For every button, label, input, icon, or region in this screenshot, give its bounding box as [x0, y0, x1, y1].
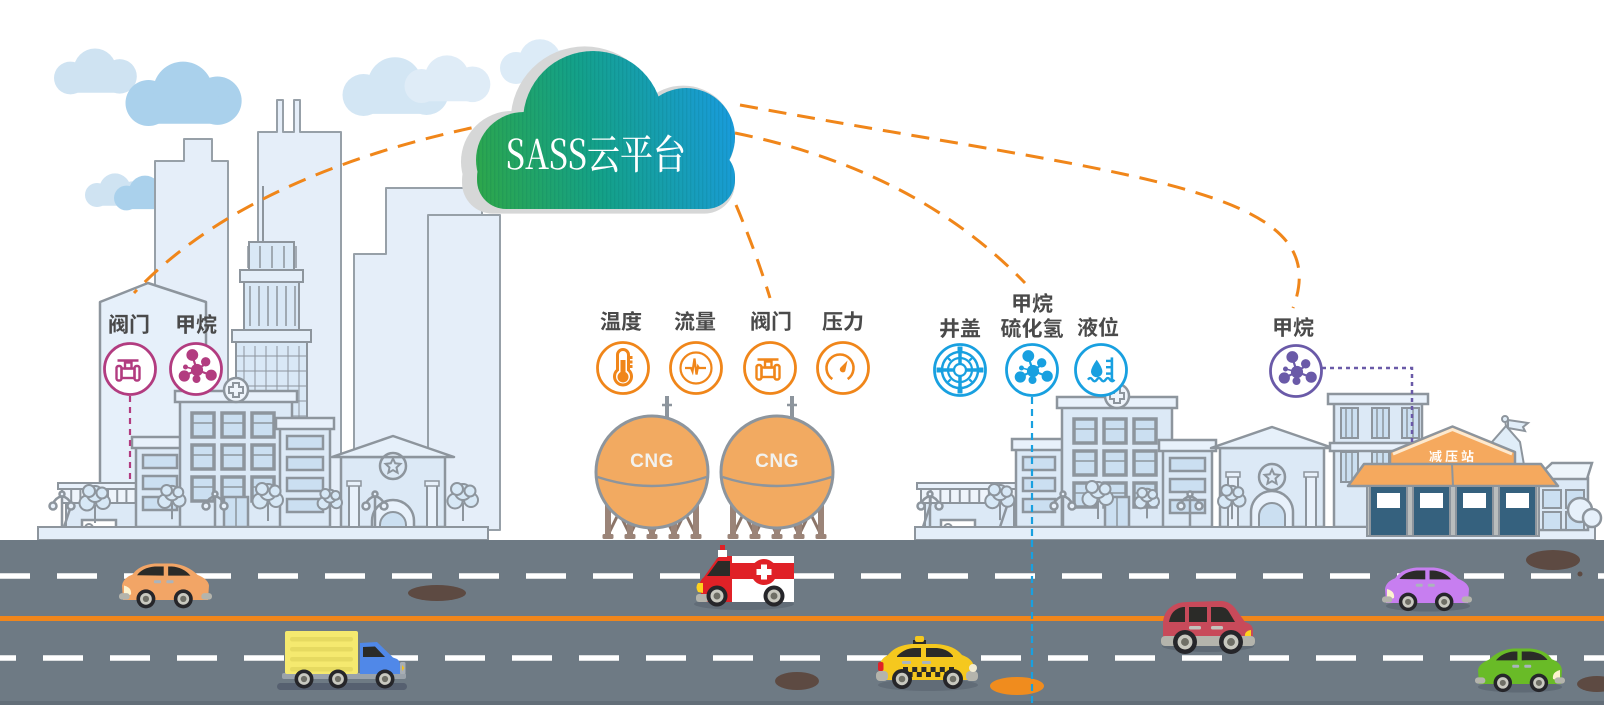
svg-text:CNG: CNG	[630, 451, 674, 472]
svg-text:CNG: CNG	[755, 451, 799, 472]
